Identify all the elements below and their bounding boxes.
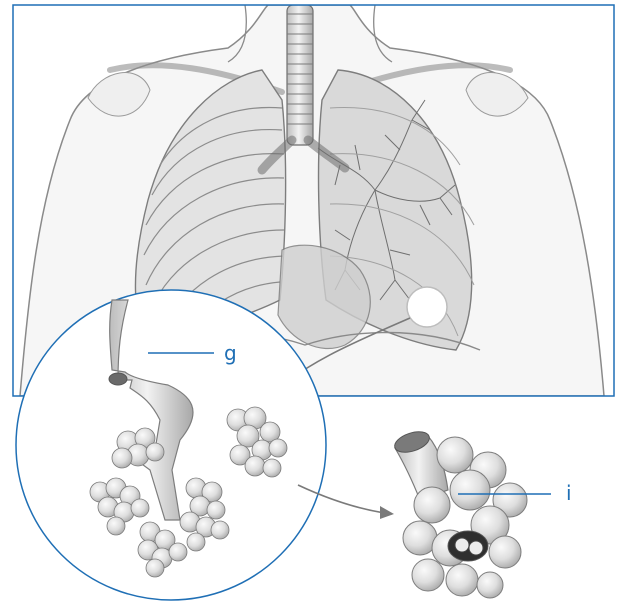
bronchiole-magnifier: g (16, 290, 326, 600)
alveolus-closeup: i (392, 428, 571, 598)
label-i: i (566, 481, 572, 505)
label-g: g (224, 341, 237, 365)
alveolus-cutaway (448, 531, 488, 561)
highlight-circle (407, 287, 447, 327)
